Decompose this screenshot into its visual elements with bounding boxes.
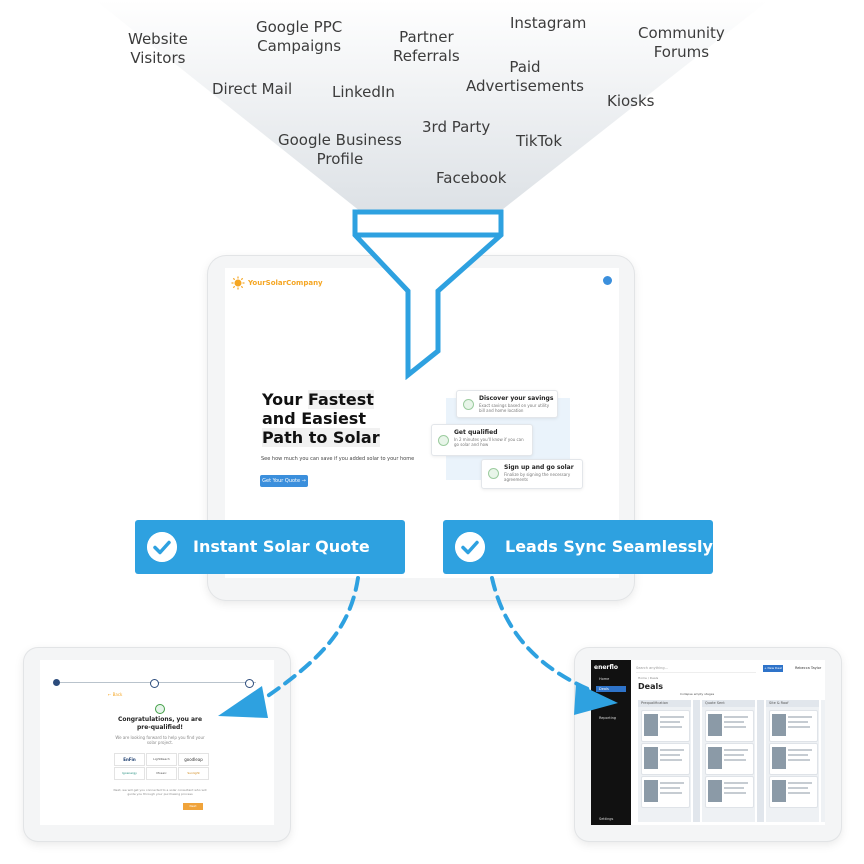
deal-card[interactable]	[641, 776, 690, 808]
column-header: Prequalification	[638, 700, 691, 707]
source-instagram: Instagram	[510, 14, 587, 32]
source-facebook: Facebook	[436, 169, 507, 187]
vertical-stage-engineering	[757, 700, 764, 822]
new-deal-button[interactable]: + New Deal	[763, 665, 783, 672]
lender-logos: EnFin LightReach goodleap lgcenergy Mosa…	[114, 753, 209, 780]
deal-card[interactable]	[705, 743, 754, 775]
badge-label: Instant Solar Quote	[193, 537, 370, 556]
hero-title: Your Fastest and Easiest Path to Solar	[262, 390, 380, 447]
quote-screen	[40, 660, 274, 825]
check-circle-icon	[147, 532, 177, 562]
crm-search-input[interactable]: Search anything...	[636, 665, 756, 673]
savings-icon	[463, 399, 474, 410]
step-desc: In 2 minutes you'll know if you can go s…	[454, 437, 524, 447]
hero-line1-b: Fastest	[307, 390, 374, 409]
badge-leads-sync: Leads Sync Seamlessly	[443, 520, 713, 574]
deal-card[interactable]	[705, 776, 754, 808]
badge-label: Leads Sync Seamlessly	[505, 537, 713, 556]
step-sign-up: Sign up and go solar Finalize by signing…	[481, 459, 583, 489]
funnel-cone-background	[95, 0, 769, 235]
congrats-body: We are looking forward to help you find …	[115, 735, 205, 745]
deal-card[interactable]	[641, 743, 690, 775]
column-header: Site & Roof	[766, 700, 819, 707]
deal-card[interactable]	[641, 710, 690, 742]
quote-next-button[interactable]: Next	[183, 803, 203, 810]
sign-icon	[488, 468, 499, 479]
check-circle-icon	[455, 532, 485, 562]
user-avatar[interactable]	[603, 276, 612, 285]
source-google-business: Google Business Profile	[278, 131, 402, 168]
hero-line3: Path to Solar	[262, 428, 380, 447]
collapse-toggle[interactable]: Collapse empty stages	[680, 692, 715, 696]
badge-instant-quote: Instant Solar Quote	[135, 520, 405, 574]
sidebar-item-home[interactable]: Home	[599, 677, 610, 681]
deal-column-site-roof: Site & Roof	[766, 700, 819, 822]
crm-user-menu[interactable]: Rebecca Taylor	[795, 666, 822, 670]
sidebar-item-reporting[interactable]: Reporting	[599, 716, 617, 720]
congrats-title: Congratulations, you are pre-qualified!	[117, 716, 203, 731]
source-direct-mail: Direct Mail	[212, 80, 293, 98]
step-desc: Finalize by signing the necessary agreem…	[504, 472, 571, 482]
step-title: Discover your savings	[479, 395, 554, 402]
step-title: Get qualified	[454, 429, 498, 436]
hero-line1-a: Your	[262, 390, 308, 409]
source-community-forums: Community Forums	[638, 24, 725, 61]
source-tiktok: TikTok	[516, 132, 563, 150]
funnel-icon	[352, 209, 504, 380]
get-quote-button[interactable]: Get Your Quote →	[260, 475, 308, 487]
quote-footer-text: Next, we will get you connected to a sol…	[113, 788, 207, 796]
step-desc: Exact savings based on your utility bill…	[479, 403, 550, 413]
deal-card[interactable]	[769, 710, 818, 742]
qualified-icon	[438, 435, 449, 446]
lender-lgcenergy[interactable]: lgcenergy	[114, 767, 145, 780]
source-kiosks: Kiosks	[607, 92, 655, 110]
deal-card[interactable]	[769, 776, 818, 808]
source-google-ppc: Google PPC Campaigns	[256, 18, 343, 55]
source-linkedin: LinkedIn	[332, 83, 395, 101]
lender-mosaic[interactable]: Mosaic	[146, 767, 177, 780]
source-partner-referrals: Partner Referrals	[393, 28, 460, 65]
source-website-visitors: Website Visitors	[128, 30, 188, 67]
deal-column-syst	[821, 700, 825, 822]
hero-line2: and Easiest	[262, 409, 366, 428]
back-link[interactable]: ← Back	[108, 692, 123, 697]
lender-goodleap[interactable]: goodleap	[178, 753, 209, 766]
crm-page-title: Deals	[638, 682, 663, 691]
sidebar-item-deals[interactable]: Deals	[596, 686, 626, 692]
progress-dot-3	[245, 679, 254, 688]
source-paid-ads: Paid Advertisements	[466, 58, 584, 95]
step-discover-savings: Discover your savings Exact savings base…	[456, 390, 558, 418]
success-check-icon	[155, 704, 165, 714]
hero-subtitle: See how much you can save if you added s…	[261, 456, 415, 462]
deal-column-prequalification: Prequalification	[638, 700, 691, 822]
vertical-stage-site-survey	[693, 700, 700, 822]
deal-column-quote-sent: Quote Sent	[702, 700, 755, 822]
brand-name: YourSolarCompany	[248, 279, 323, 287]
step-title: Sign up and go solar	[504, 464, 574, 471]
connector-arrows	[218, 576, 618, 718]
lender-lightreach[interactable]: LightReach	[146, 753, 177, 766]
crm-breadcrumb: Home / Deals	[638, 676, 659, 680]
lender-sunlight[interactable]: Sunlight	[178, 767, 209, 780]
progress-dot-1	[53, 679, 60, 686]
progress-dot-2	[150, 679, 159, 688]
sidebar-item-settings[interactable]: Settings	[599, 817, 614, 821]
source-3rd-party: 3rd Party	[422, 118, 491, 136]
column-header: Quote Sent	[702, 700, 755, 707]
lender-enfin[interactable]: EnFin	[114, 753, 145, 766]
deal-card[interactable]	[705, 710, 754, 742]
step-get-qualified: Get qualified In 2 minutes you'll know i…	[431, 424, 533, 456]
sun-logo-icon	[231, 276, 245, 290]
enerflo-logo: enerflo	[594, 664, 618, 671]
deal-card[interactable]	[769, 743, 818, 775]
